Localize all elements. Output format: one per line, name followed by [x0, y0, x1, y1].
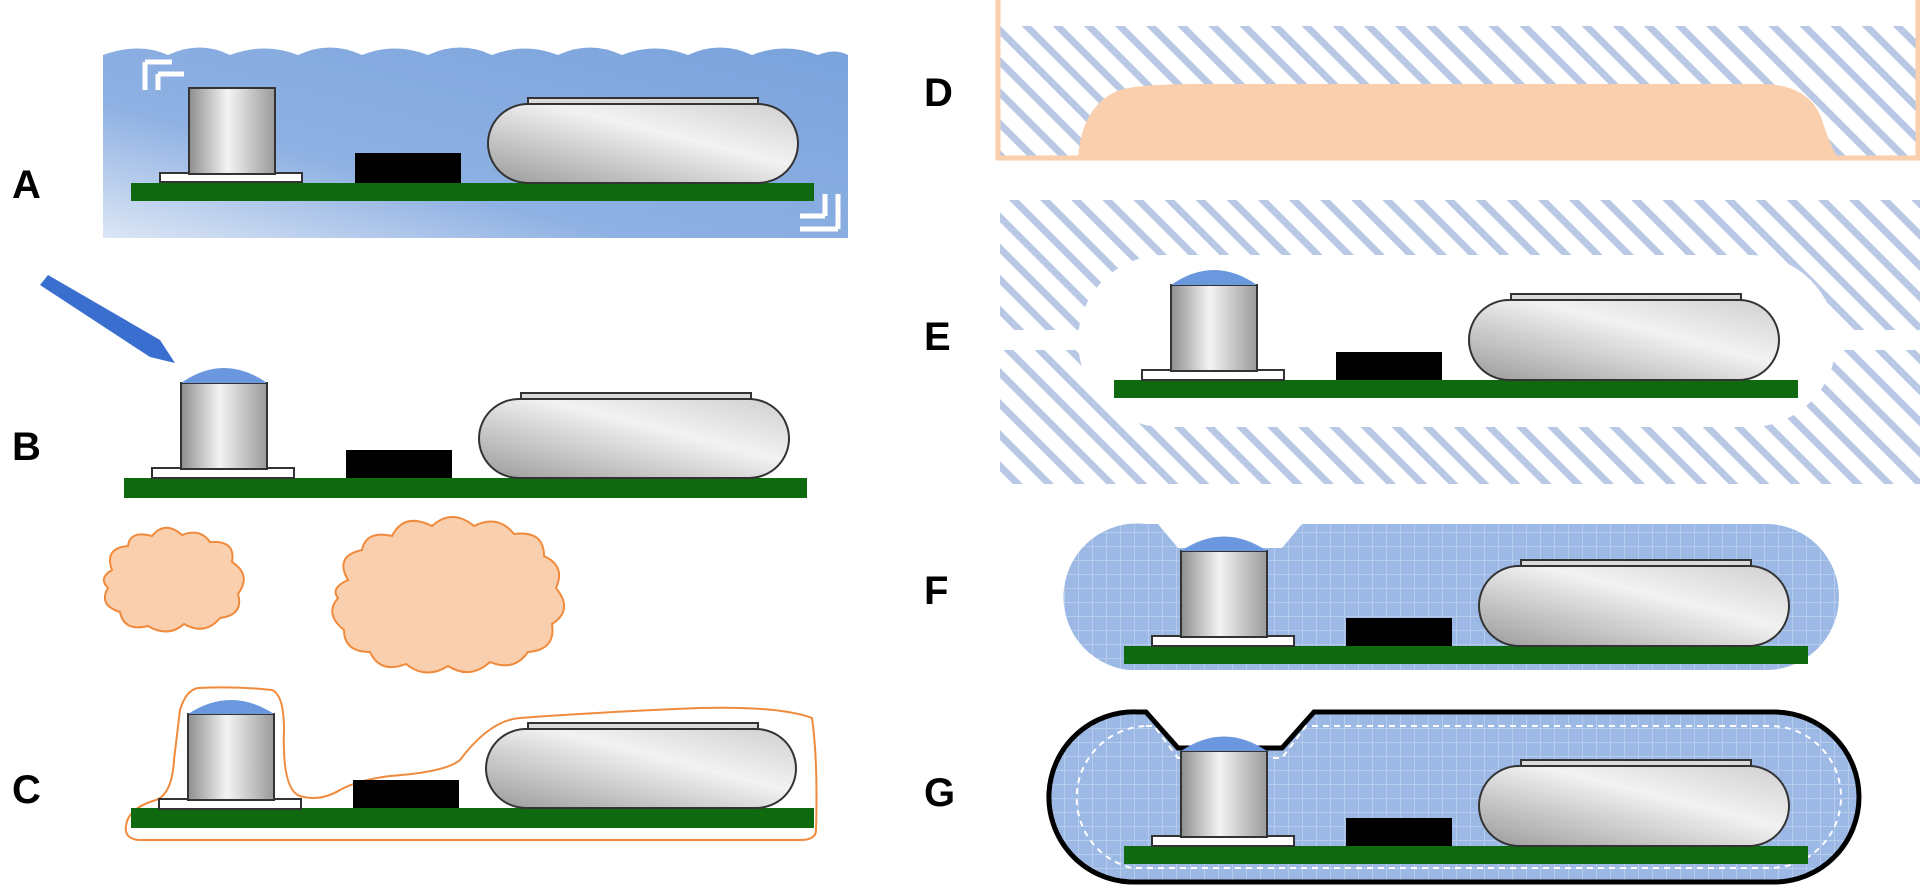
- panel-d: D: [924, 0, 1920, 161]
- corner-bracket-bottom-right: [800, 194, 841, 232]
- coating-droplet: [1181, 536, 1267, 551]
- coating-droplet: [188, 700, 274, 714]
- panel-label-f: F: [924, 569, 948, 613]
- coating-droplet: [181, 368, 267, 383]
- foam-cloud-small: [102, 526, 245, 633]
- pcb-board: [131, 808, 814, 828]
- conformal-coating-outline: [124, 686, 818, 841]
- capsule-component: [1468, 299, 1780, 381]
- foam-insert: [1078, 84, 1838, 158]
- chip-component: [353, 780, 459, 808]
- dispensing-pen-icon: [40, 275, 175, 363]
- pcb-board: [1124, 646, 1808, 664]
- chip-component: [346, 450, 452, 478]
- pcb-board: [1124, 846, 1808, 864]
- coating-droplet: [1181, 736, 1267, 751]
- coating-droplet: [1171, 270, 1257, 285]
- corner-bracket-top-left: [142, 59, 184, 90]
- pcb-board: [1114, 380, 1798, 398]
- pcb-board: [124, 478, 807, 498]
- chip-component: [355, 153, 461, 183]
- cylinder-component: [180, 382, 268, 470]
- capsule-component: [487, 103, 799, 184]
- capsule-component: [1478, 565, 1790, 647]
- panel-b: B: [12, 275, 807, 498]
- panel-label-c: C: [12, 768, 41, 812]
- panel-label-g: G: [924, 771, 955, 815]
- chip-component: [1346, 618, 1452, 646]
- foam-cloud-large: [331, 516, 565, 674]
- inner-dashed-outline: [1075, 725, 1842, 869]
- cylinder-component: [188, 87, 276, 175]
- cylinder-component: [187, 713, 275, 801]
- panel-label-d: D: [924, 71, 953, 115]
- cylinder-component: [1170, 284, 1258, 372]
- capsule-component: [478, 398, 790, 479]
- panel-label-a: A: [12, 163, 41, 207]
- panel-f: F: [924, 523, 1839, 670]
- panel-g: G: [924, 709, 1862, 885]
- chip-component: [1346, 818, 1452, 846]
- cylinder-component: [1180, 750, 1268, 838]
- panel-e: E: [924, 200, 1920, 484]
- cylinder-component: [1180, 550, 1268, 638]
- pcb-board: [131, 183, 814, 201]
- capsule-component: [1478, 765, 1790, 847]
- chip-component: [1336, 352, 1442, 380]
- panel-a: A: [12, 47, 848, 238]
- panel-label-e: E: [924, 315, 951, 359]
- panel-c: C: [12, 516, 818, 841]
- panel-label-b: B: [12, 425, 41, 469]
- capsule-component: [485, 728, 797, 809]
